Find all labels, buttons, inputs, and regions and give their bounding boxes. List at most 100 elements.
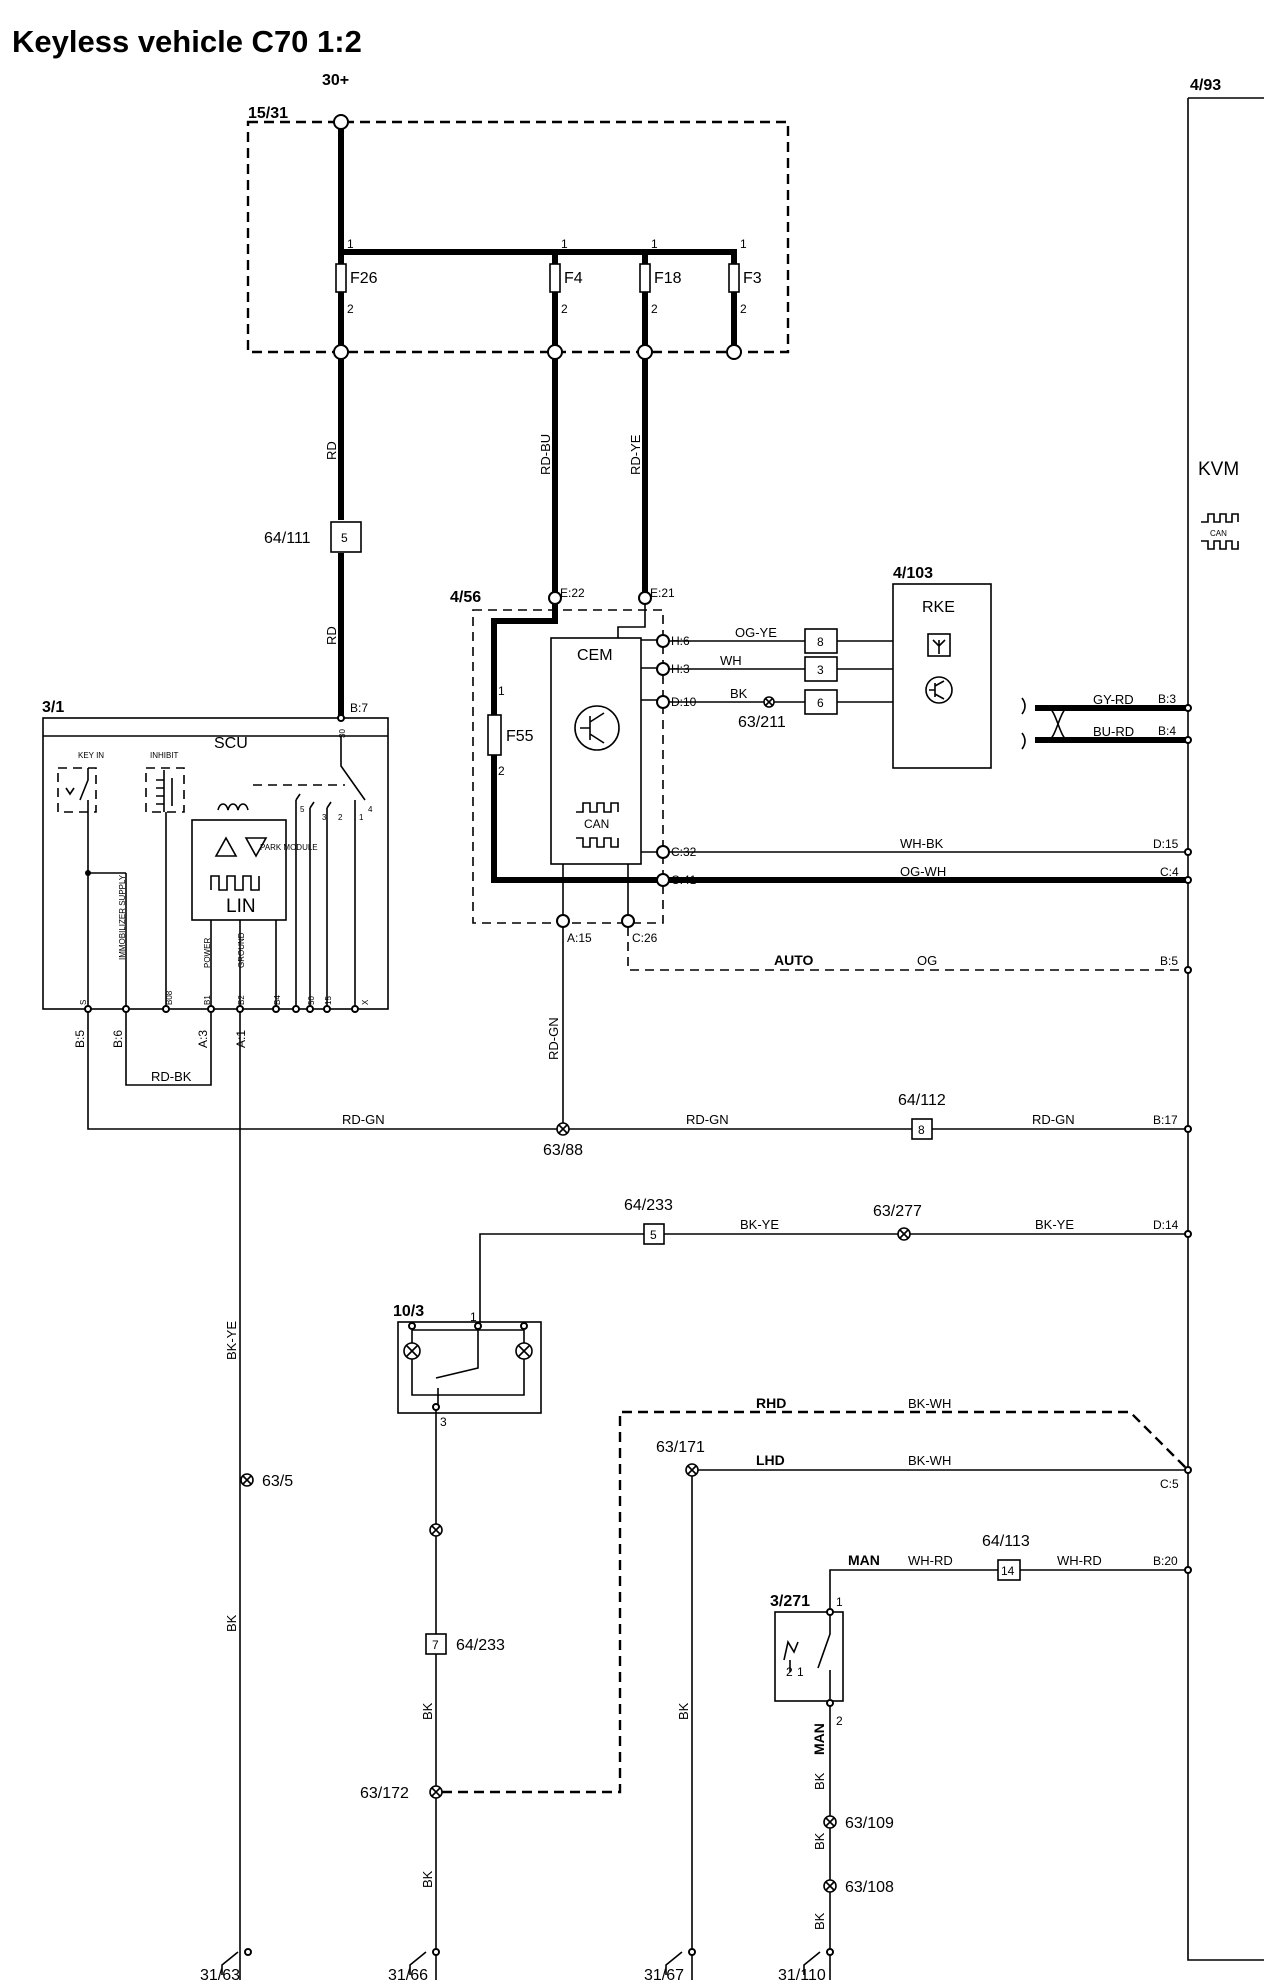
connector-64-112-pin: 8: [918, 1123, 925, 1137]
wire-rd-gn-label: RD-GN: [686, 1112, 729, 1127]
connector-64-112-label: 64/112: [898, 1092, 946, 1109]
fuse-f18-label: F18: [654, 270, 682, 287]
kvm-pin-d14-label: D:14: [1153, 1218, 1179, 1232]
cem-transistor-icon: [580, 712, 605, 744]
cem-rke-wires: OG-YE WH BK 63/211 8 3 6: [669, 625, 893, 731]
fuse-f3-label: F3: [743, 270, 762, 287]
scu-warning-icon: [214, 836, 268, 858]
cem-pin-a15: [556, 914, 570, 928]
switch-3-271-id: 3/271: [770, 1593, 810, 1610]
cem-can-icon-lower: [576, 837, 619, 848]
switch-3-271: 3/271 1 2 1 2: [770, 1593, 844, 1728]
wire-rd-bk: RD-BK: [125, 1012, 212, 1086]
cem-fuse-pin: 1: [498, 684, 505, 698]
kvm-can-label: CAN: [1210, 529, 1227, 538]
switch-3-271-box: [774, 1611, 844, 1702]
wire-bk-ye-label: BK-YE: [1035, 1217, 1074, 1232]
wire-rd-gn: RD-GN RD-GN RD-GN RD-GN 63/88 8 64/112 B…: [87, 927, 1192, 1159]
cem-pin-h3: [656, 662, 670, 676]
ground-31-66-label: 31/66: [388, 1967, 428, 1980]
wire-bk-label: BK: [420, 1702, 435, 1720]
kvm-twisted-pair: GY-RD BU-RD B:3 B:4: [1021, 692, 1192, 750]
lhd-label: LHD: [756, 1452, 785, 1468]
splice-63-211-label: 63/211: [738, 714, 786, 731]
ground-31-63-label: 31/63: [200, 1967, 240, 1980]
wire-og-wh-label: OG-WH: [900, 864, 946, 879]
cem-pin-c26-label: C:26: [632, 931, 658, 945]
wire-wh-label: WH: [720, 653, 742, 668]
scu-pin-a1-label: A:1: [234, 1030, 248, 1048]
wire-og-ye-label: OG-YE: [735, 625, 777, 640]
wire-rd-bk-label: RD-BK: [151, 1069, 192, 1084]
kvm-pin-b20: [1184, 1566, 1192, 1574]
scu-bottom-label: B4: [273, 995, 282, 1005]
cem-can-icon: [576, 802, 619, 813]
rke-antenna-icon: [932, 639, 946, 654]
kvm-pin-c5: [1184, 1466, 1192, 1474]
connector-64-233-lower-pin: 7: [432, 1638, 439, 1652]
scu-lin-box: [191, 819, 287, 921]
kvm-pin-d14: [1184, 1230, 1192, 1238]
fuse-terminal: [547, 344, 563, 360]
switch-3-271-pin1: 1: [836, 1595, 843, 1609]
fuse-box-id: 15/31: [248, 105, 288, 122]
scu-switch-pin: 2: [338, 813, 343, 822]
cem-pin-a15-label: A:15: [567, 931, 592, 945]
rhd-label: RHD: [756, 1395, 786, 1411]
scu-park-coil-icon: [217, 803, 249, 811]
scu-inhibit-relay-icon: [156, 770, 173, 812]
wire-wh-rd-label: WH-RD: [1057, 1553, 1102, 1568]
rke-antenna-icon: [927, 633, 951, 657]
rke-transistor-icon: [929, 680, 945, 700]
kvm-name: KVM: [1198, 459, 1239, 480]
connector-64-111-pin: 5: [341, 531, 348, 545]
wire-bk-wh-label: BK-WH: [908, 1396, 951, 1411]
kvm-pin-b3-label: B:3: [1158, 692, 1176, 706]
wire-man: MAN WH-RD 14 64/113 WH-RD B:20: [829, 1533, 1192, 1610]
cem-pin-e22-label: E:22: [560, 586, 585, 600]
wire-bk-wh-label: BK-WH: [908, 1453, 951, 1468]
splice-63-277-label: 63/277: [873, 1203, 922, 1220]
ground-31-66: 31/66: [388, 1948, 440, 1980]
scu-pin-b5-label: B:5: [73, 1030, 87, 1048]
wire-bk-label: BK: [676, 1702, 691, 1720]
kvm-can-icon-lower: [1201, 540, 1239, 550]
diagram-title: Keyless vehicle C70 1:2: [12, 24, 362, 59]
switch-3-271-pin2: 2: [836, 1714, 843, 1728]
wire-rd-ye: RD-YE: [628, 359, 648, 592]
scu-bottom-label: B08: [165, 990, 174, 1005]
wire-10-3-ground: 7 64/233 BK 63/172 BK: [360, 1410, 505, 1980]
switch-10-3-pin3: 3: [440, 1415, 447, 1429]
scu-bottom-label: B1: [203, 995, 212, 1005]
wire-bk-label: BK: [812, 1772, 827, 1790]
scu-lin-label: LIN: [226, 896, 256, 917]
kvm-can-icon: [1201, 513, 1239, 523]
kvm-pin-d15: [1184, 848, 1192, 856]
scu-switch-pin: 4: [368, 805, 373, 814]
connector-64-233: [643, 1223, 665, 1245]
cem-fuse-f55: [487, 714, 502, 756]
ground-31-110-label: 31/110: [778, 1967, 826, 1980]
cem-fuse-f55-label: F55: [506, 728, 534, 745]
wire-bk-label: BK: [812, 1912, 827, 1930]
fuse-pin-label: 1: [651, 237, 658, 251]
splice-63-171-label: 63/171: [656, 1439, 705, 1456]
connector-64-111: [330, 521, 362, 553]
fuse-f3: [728, 263, 740, 293]
scu-pin-b7: [337, 714, 345, 722]
rke-box: [892, 583, 992, 769]
scu-bottom-label: B2: [237, 995, 246, 1005]
fuse-pin-label: 2: [740, 302, 747, 316]
rke-connector-pin-label: 6: [817, 696, 824, 710]
kvm-pin-d15-label: D:15: [1153, 837, 1179, 851]
wire-wh-rd-label: WH-RD: [908, 1553, 953, 1568]
switch-10-3-box: [397, 1321, 542, 1414]
kvm-module: 4/93 KVM CAN: [1187, 77, 1264, 1961]
connector-64-113-pin: 14: [1001, 1564, 1015, 1578]
kvm-id: 4/93: [1190, 77, 1221, 94]
wire-rd-gn-label: RD-GN: [342, 1112, 385, 1127]
switch-10-3-pin1: 1: [470, 1310, 477, 1324]
fuse-f4: [549, 263, 561, 293]
fuse-pin-label: 2: [561, 302, 568, 316]
wire-rd-label: RD: [324, 626, 339, 645]
